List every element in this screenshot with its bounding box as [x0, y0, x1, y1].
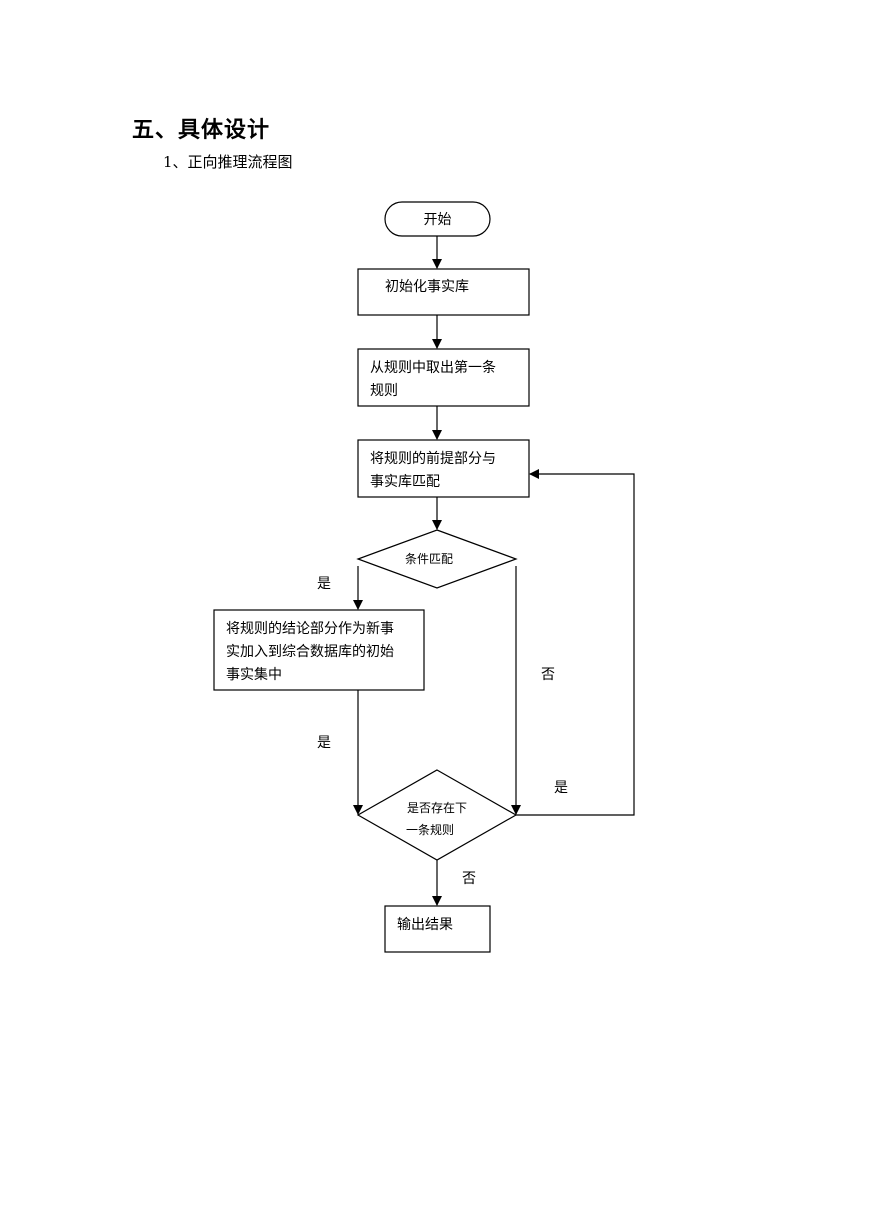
take-first-rule-line-1: 从规则中取出第一条 — [370, 359, 496, 376]
match-premise-line-2: 事实库匹配 — [370, 474, 440, 490]
start-node: 开始 — [384, 201, 491, 237]
init-node-label: 初始化事实库 — [385, 278, 469, 295]
has-next-rule-line-2: 一条规则 — [406, 822, 454, 837]
condition-decision: 条件匹配 — [356, 529, 518, 589]
has-next-rule-line-1: 是否存在下 — [407, 801, 467, 815]
has-next-rule-decision: 是否存在下 一条规则 — [356, 769, 518, 861]
start-node-label: 开始 — [424, 212, 452, 228]
match-premise-line-1: 将规则的前提部分与 — [370, 450, 496, 467]
take-first-rule-node: 从规则中取出第一条 规则 — [357, 348, 530, 407]
take-first-rule-line-2: 规则 — [370, 383, 398, 399]
section-title: 五、具体设计 — [132, 118, 271, 143]
add-conclusion-node: 将规则的结论部分作为新事 实加入到综合数据库的初始 事实集中 — [213, 609, 425, 691]
label-add-yes: 是 — [317, 735, 331, 751]
output-node-label: 输出结果 — [397, 917, 453, 933]
add-conclusion-line-3: 事实集中 — [226, 666, 282, 683]
match-premise-node: 将规则的前提部分与 事实库匹配 — [357, 439, 530, 498]
label-condition-yes: 是 — [317, 576, 331, 592]
sub-title: 1、正向推理流程图 — [163, 153, 293, 171]
add-conclusion-line-1: 将规则的结论部分作为新事 — [226, 621, 394, 637]
label-has-next-no: 否 — [462, 871, 476, 887]
condition-decision-label: 条件匹配 — [405, 552, 453, 566]
output-node: 输出结果 — [384, 905, 491, 953]
label-condition-no: 否 — [541, 667, 555, 683]
label-has-next-yes: 是 — [554, 780, 568, 796]
edge-has-next-yes-loop — [516, 469, 635, 816]
init-node: 初始化事实库 — [357, 268, 530, 316]
add-conclusion-line-2: 实加入到综合数据库的初始 — [226, 643, 394, 660]
